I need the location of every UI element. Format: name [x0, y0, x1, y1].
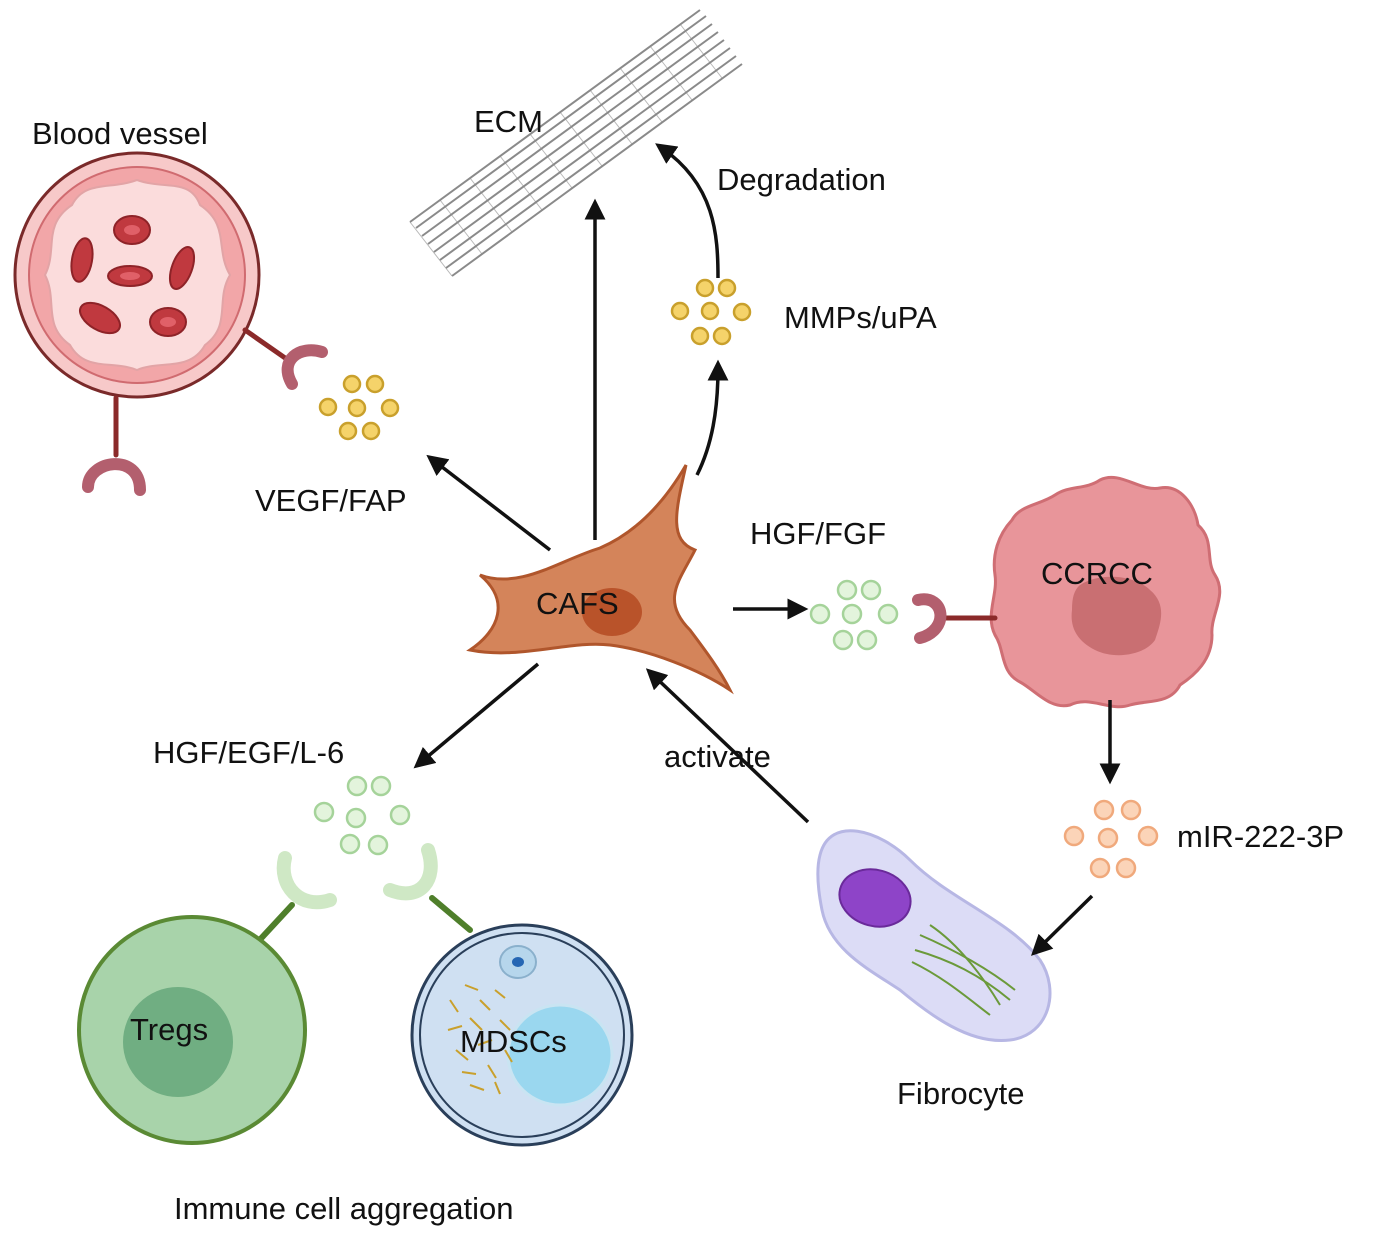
label-activate: activate — [664, 739, 771, 774]
ecm-fibers-icon — [409, 9, 743, 277]
tregs-cell-icon — [77, 915, 307, 1145]
label-immune-cell-aggregation: Immune cell aggregation — [174, 1191, 514, 1226]
caf-cell-icon — [466, 464, 734, 695]
label-mdscs: MDSCs — [460, 1024, 567, 1059]
arrow-mmps-to-ecm — [655, 143, 720, 279]
blood-vessel-icon — [13, 151, 261, 399]
label-vegf-fap: VEGF/FAP — [255, 483, 407, 518]
label-ccrcc: CCRCC — [1041, 556, 1153, 591]
label-hgf-egf-l6: HGF/EGF/L-6 — [153, 735, 345, 770]
hgf-fgf-particles — [809, 579, 899, 651]
mmps-particles — [670, 278, 752, 346]
label-mir-222-3p: mIR-222-3P — [1177, 819, 1345, 854]
arrow-caf-to-hgf-egf — [413, 662, 540, 769]
vessel-receptors — [82, 327, 328, 496]
label-mmps-upa: MMPs/uPA — [784, 300, 937, 335]
arrows — [413, 143, 1121, 956]
vegf-particles — [318, 374, 400, 441]
fibrocyte-cell-icon — [816, 829, 1052, 1043]
label-blood-vessel: Blood vessel — [32, 116, 208, 151]
ccrcc-receptor — [912, 593, 998, 644]
label-ecm: ECM — [474, 104, 543, 139]
label-tregs: Tregs — [130, 1012, 209, 1047]
label-degradation: Degradation — [717, 162, 886, 197]
mir-particles — [1063, 799, 1159, 879]
hgf-egf-particles — [313, 775, 411, 856]
arrow-caf-to-vegf — [426, 454, 552, 552]
ccrcc-cell-icon — [989, 475, 1222, 709]
label-hgf-fgf: HGF/FGF — [750, 516, 887, 551]
arrow-mir-to-fibrocyte — [1031, 894, 1094, 956]
label-fibrocyte: Fibrocyte — [897, 1076, 1025, 1111]
immune-receptors — [252, 843, 473, 948]
mdscs-cell-icon — [410, 923, 634, 1147]
label-cafs: CAFS — [536, 586, 619, 621]
arrow-caf-to-mmps — [695, 359, 729, 476]
arrow-fibrocyte-to-caf — [645, 668, 810, 824]
